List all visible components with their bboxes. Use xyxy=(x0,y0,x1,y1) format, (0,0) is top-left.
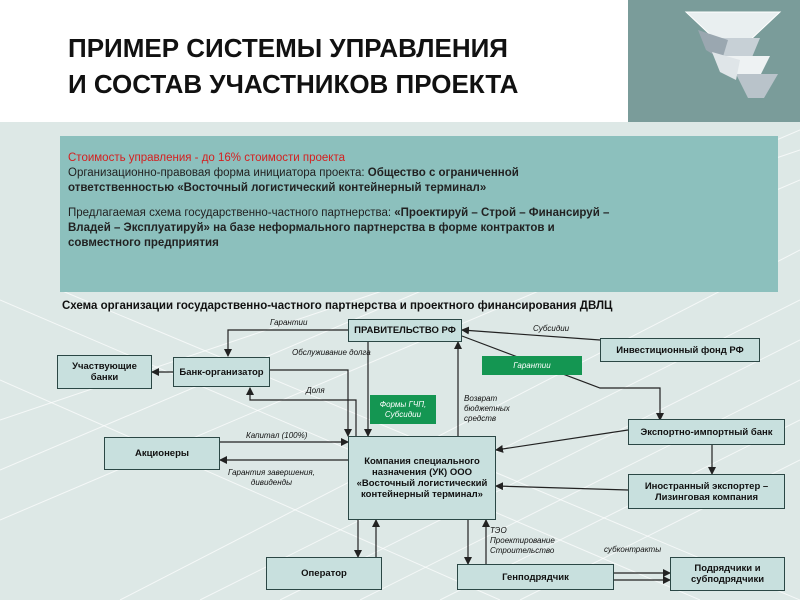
tag-guarantees: Гарантии xyxy=(482,356,582,375)
scheme-title: Схема организации государственно-частног… xyxy=(62,300,613,312)
label-teo: ТЭО Проектирование Строительство xyxy=(490,526,555,555)
info-org-form-label: Организационно-правовая форма инициатора… xyxy=(68,167,368,179)
title-band xyxy=(0,0,628,122)
label-capital: Капитал (100%) xyxy=(246,431,308,440)
info-scheme-value: «Проектируй – Строй – Финансируй – Владе… xyxy=(68,207,610,249)
title-line-1: ПРИМЕР СИСТЕМЫ УПРАВЛЕНИЯ xyxy=(68,33,508,63)
info-org-form: Организационно-правовая форма инициатора… xyxy=(68,166,628,196)
label-guarantees: Гарантии xyxy=(270,318,308,327)
node-project-company: Компания специального назначения (УК) ОО… xyxy=(348,436,496,520)
info-text: Стоимость управления - до 16% стоимости … xyxy=(68,151,628,251)
node-government: ПРАВИТЕЛЬСТВО РФ xyxy=(348,319,462,342)
label-completion-guarantee: Гарантия завершения, дивиденды xyxy=(228,468,315,487)
node-operator: Оператор xyxy=(266,557,382,590)
logo-panel xyxy=(628,0,800,122)
label-return-budget: Возврат бюджетных средств xyxy=(464,394,510,423)
label-subcontracts: субконтракты xyxy=(604,545,662,554)
pyramid-logo-icon xyxy=(684,11,782,98)
info-scheme: Предлагаемая схема государственно-частно… xyxy=(68,206,628,251)
info-cost-line: Стоимость управления - до 16% стоимости … xyxy=(68,152,345,164)
node-investment-fund: Инвестиционный фонд РФ xyxy=(600,338,760,362)
info-panel xyxy=(60,136,778,292)
node-foreign-exporter: Иностранный экспортер – Лизинговая компа… xyxy=(628,474,785,509)
node-shareholders: Акционеры xyxy=(104,437,220,470)
label-debt-service: Обслуживание долга xyxy=(292,348,371,357)
node-export-import-bank: Экспортно-импортный банк xyxy=(628,419,785,445)
label-share: Доля xyxy=(306,386,325,395)
page-title: ПРИМЕР СИСТЕМЫ УПРАВЛЕНИЯ И СОСТАВ УЧАСТ… xyxy=(68,30,618,102)
node-general-contractor: Генподрядчик xyxy=(457,564,614,590)
title-line-2: И СОСТАВ УЧАСТНИКОВ ПРОЕКТА xyxy=(68,69,519,99)
node-bank-organizer: Банк-организатор xyxy=(173,357,270,387)
label-subsidies: Субсидии xyxy=(533,324,570,333)
info-org-form-value: Общество с ограниченной ответственностью… xyxy=(68,167,519,194)
tag-ppp-forms: Формы ГЧП, Субсидии xyxy=(370,395,436,424)
node-contractors: Подрядчики и субподрядчики xyxy=(670,557,785,591)
info-scheme-label: Предлагаемая схема государственно-частно… xyxy=(68,207,395,219)
node-participating-banks: Участвующие банки xyxy=(57,355,152,389)
